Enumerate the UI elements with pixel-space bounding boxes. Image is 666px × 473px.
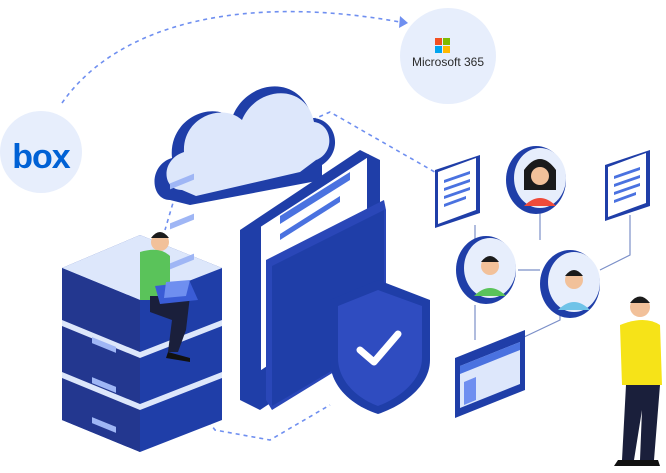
user-avatar-female-icon [506,146,566,214]
box-badge [0,111,82,193]
microsoft-365-label: Microsoft 365 [411,55,485,69]
user-avatar-male-green-icon [456,236,516,304]
microsoft-logo-icon [435,38,450,53]
standing-person-icon [614,296,662,466]
microsoft-badge [400,8,496,104]
user-avatar-male-cyan-icon [540,250,600,318]
cloud-icon [154,86,336,205]
document-icon-left [435,155,480,228]
arrow-head-icon [399,16,408,28]
server-stack-icon [62,173,222,452]
browser-window-icon [455,330,525,418]
shield-check-icon [330,280,430,414]
person-with-laptop-icon [140,232,198,362]
document-icon-right [605,150,650,221]
box-logo-icon: box [12,138,70,176]
